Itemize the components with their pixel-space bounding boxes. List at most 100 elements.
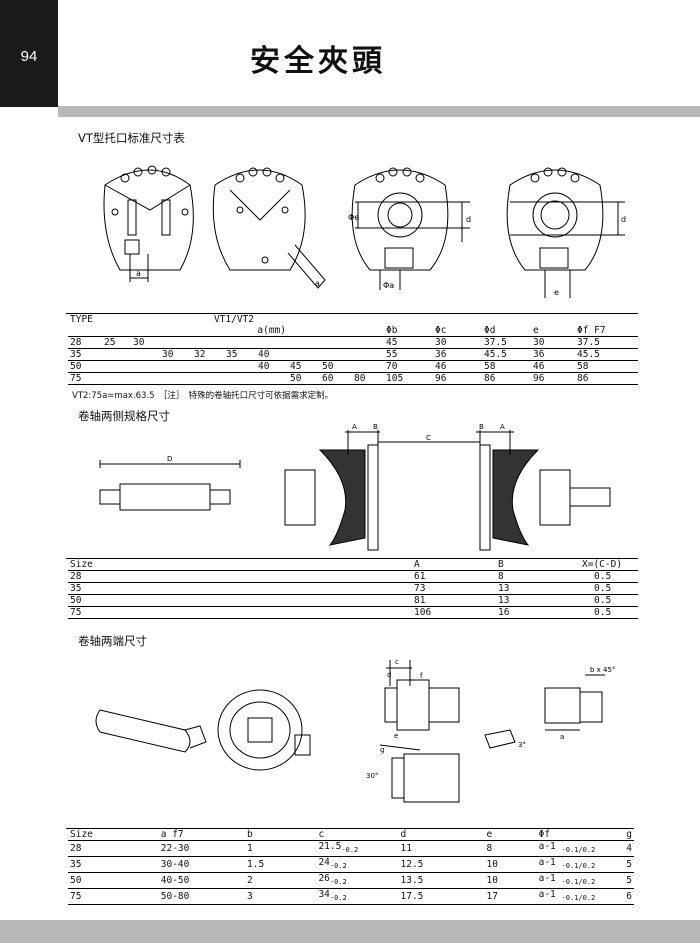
cell-a	[131, 361, 160, 373]
fig-label-e: e	[554, 288, 559, 297]
cell-a: 30	[162, 349, 174, 360]
header-phid: Φd	[484, 325, 496, 336]
fig-label-phi-e: Φe	[348, 213, 359, 222]
fig-label-B1: B	[373, 423, 378, 431]
cell-e: 8	[486, 842, 493, 854]
header-B: B	[498, 559, 504, 570]
cell-af7: 30-40	[160, 858, 190, 870]
cell-B: 8	[498, 571, 504, 582]
cell-c-value: 21.5	[318, 841, 342, 852]
cell-a: 45	[290, 361, 302, 372]
fig-label-d: d	[387, 671, 391, 679]
cell-e: 10	[486, 858, 498, 870]
cell-a	[352, 337, 384, 349]
cell-phif-value: a-1	[538, 841, 556, 852]
fig-label-A1: A	[352, 423, 357, 431]
page-number: 94	[20, 48, 38, 65]
cell-g: 5	[626, 874, 632, 886]
table2-top-rule	[66, 558, 638, 559]
header-phib: Φb	[386, 325, 398, 336]
cell-phif-tol: -0.1/0.2	[561, 845, 596, 854]
cell-a	[102, 361, 131, 373]
table-row: 28 22-30 1 21.5-0.2 11 8 a-1 -0.1/0.2 4	[68, 841, 634, 857]
fig-label-30deg: 30°	[366, 772, 378, 780]
shaft-side-drawings: D A B C B A	[99, 423, 611, 551]
cell-phib: 105	[386, 373, 404, 384]
section-title-shaft-ends: 卷轴两端尺寸	[78, 634, 147, 648]
header-type: TYPE	[70, 314, 93, 325]
fig-label-d1: d	[466, 215, 471, 224]
cell-size: 50	[70, 595, 82, 606]
cell-a	[352, 361, 384, 373]
cell-c-tol: -0.2	[329, 893, 347, 902]
chuck-front-view-4	[506, 167, 625, 298]
header-phif: Φf	[538, 829, 551, 840]
cell-af7: 40-50	[160, 874, 190, 886]
cell-phic: 36	[435, 349, 447, 360]
cell-c: 26-0.2	[316, 872, 398, 888]
cell-e: 46	[533, 361, 545, 372]
cell-phif-tol: -0.1/0.2	[561, 861, 596, 870]
cell-a	[320, 337, 352, 349]
chuck-front-view-1	[103, 165, 194, 282]
cell-a	[160, 337, 192, 349]
cell-phid: 86	[484, 373, 496, 384]
header-a-mm: a(mm)	[257, 325, 286, 336]
header-e: e	[533, 325, 539, 336]
cell-a	[160, 361, 192, 373]
cell-phid: 58	[484, 361, 496, 372]
header-divider-bar	[58, 106, 700, 117]
page-header: 94 安全夾頭	[0, 0, 700, 107]
cell-a	[102, 349, 131, 361]
section-title-shaft-sides: 卷轴两侧规格尺寸	[78, 409, 170, 423]
fig-label-g: g	[380, 746, 384, 754]
cell-a	[192, 337, 224, 349]
table1-note: VT2:75a=max.63.5 ［注］ 特殊的卷轴托口尺寸可依据需求定制。	[72, 391, 334, 401]
fig-label-3deg: 3°	[518, 741, 526, 749]
header-phif: Φf F7	[577, 325, 606, 336]
header-d: d	[400, 829, 407, 840]
fig-label-D: D	[167, 455, 172, 463]
fig-label-C: C	[426, 434, 431, 442]
fig-label-e: e	[394, 732, 398, 740]
cell-phic: 96	[435, 373, 447, 384]
page-number-box: 94	[0, 0, 58, 107]
table-row: Size A B X=(C-D)	[68, 559, 638, 571]
cell-a: 80	[354, 373, 366, 384]
cell-b: 1	[247, 842, 253, 854]
table-row: 28 25 30 45 30 37.5 30 37.5	[68, 337, 638, 349]
fig-label-A2: A	[500, 423, 505, 431]
cell-a	[256, 373, 288, 385]
cell-type: 28	[70, 337, 82, 348]
header-e: e	[486, 829, 493, 840]
table-row: 28 61 8 0.5	[68, 571, 638, 583]
table-row: 35 30 32 35 40 55 36 45.5 36 45.5	[68, 349, 638, 361]
cell-g: 6	[626, 890, 632, 902]
cell-phib: 55	[386, 349, 398, 360]
cell-phib: 70	[386, 361, 398, 372]
cell-e: 17	[486, 890, 498, 902]
fig-label-f: f	[420, 672, 423, 680]
vt-chuck-drawings: a a Φe d Φa d e	[103, 165, 626, 298]
cell-c-value: 24	[318, 856, 330, 868]
cell-a: 50	[322, 361, 334, 372]
cell-d: 12.5	[400, 858, 424, 870]
cell-X: 0.5	[594, 571, 612, 582]
header-g: g	[626, 829, 632, 840]
cell-af7: 50-80	[160, 890, 190, 902]
vt-spec-table: TYPE VT1/VT2 a(mm) Φb Φc Φd e Φf F7 28 2…	[68, 314, 638, 385]
cell-a	[288, 337, 320, 349]
cell-phid: 37.5	[484, 337, 507, 348]
cell-e: 30	[533, 337, 545, 348]
shaft-end-table: Size a f7 b c d e Φf g 28 22-30 1 21.5-0…	[68, 829, 634, 905]
cell-a	[224, 373, 256, 385]
header-size: Size	[70, 559, 93, 570]
cell-e: 36	[533, 349, 545, 360]
cell-phic: 46	[435, 361, 447, 372]
cell-c-tol: -0.2	[329, 877, 347, 886]
fig-label-d2: d	[621, 215, 626, 224]
cell-a	[224, 337, 256, 349]
shaft-end-drawings: c d f e g 30° 3° b x 45° a	[95, 658, 615, 803]
cell-type: 75	[70, 373, 82, 384]
fig-label-a1: a	[136, 269, 141, 278]
